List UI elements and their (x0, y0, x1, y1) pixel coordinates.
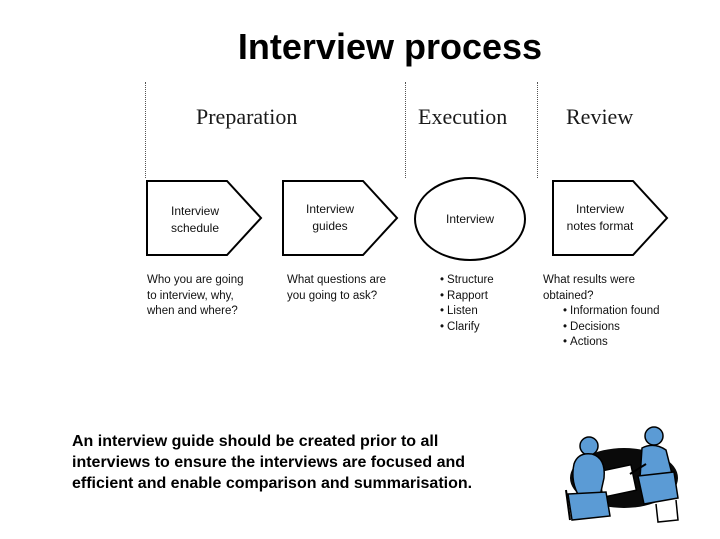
bullet-item: Information found (570, 305, 660, 317)
footer-line: efficient and enable comparison and summ… (72, 475, 473, 492)
step-shape-interview (414, 177, 526, 261)
step-shape-schedule (146, 180, 263, 256)
bullet-item: Listen (447, 305, 478, 317)
footer-line: An interview guide should be created pri… (72, 433, 439, 450)
footer-note: An interview guide should be created pri… (72, 431, 542, 494)
description-interview: Structure Rapport Listen Clarify (440, 273, 494, 335)
bullet-item: Structure (447, 274, 494, 286)
step-label-schedule: Interview schedule (150, 203, 240, 237)
description-notes: What results were obtained? Information … (543, 273, 660, 351)
description-line: Who you are going (147, 274, 244, 286)
step-label-line: guides (312, 219, 348, 233)
bullet-item: Decisions (570, 320, 620, 333)
phase-preparation: Preparation (196, 104, 298, 129)
phase-execution: Execution (418, 104, 508, 129)
description-line: to interview, why, (147, 289, 234, 302)
interview-meeting-illustration-icon (565, 426, 679, 523)
description-line: when and where? (147, 305, 238, 317)
step-label-line: notes format (566, 219, 634, 233)
description-line: obtained? (543, 289, 594, 302)
step-label-line: Interview (305, 202, 355, 216)
page-title: Interview process (237, 26, 543, 67)
step-shape-guides (282, 180, 399, 256)
step-label-line: schedule (170, 221, 220, 235)
step-label-line: Interview (445, 212, 495, 226)
divider-line (145, 82, 146, 178)
description-line: What questions are (287, 274, 387, 286)
footer-line: interviews to ensure the interviews are … (72, 454, 466, 471)
description-line: What results were (543, 274, 636, 286)
description-schedule: Who you are going to interview, why, whe… (147, 273, 244, 320)
description-line: you going to ask? (287, 289, 378, 302)
step-label-line: Interview (575, 202, 625, 216)
step-label-interview: Interview (425, 211, 515, 228)
divider-line (405, 82, 406, 178)
bullet-item: Actions (570, 336, 608, 348)
step-shape-notes (552, 180, 669, 256)
description-guides: What questions are you going to ask? (287, 273, 386, 304)
bullet-item: Clarify (447, 320, 480, 333)
phase-review: Review (566, 104, 634, 129)
bullet-item: Rapport (447, 289, 488, 302)
process-shapes (146, 177, 669, 261)
step-label-line: Interview (170, 204, 220, 218)
step-label-guides: Interview guides (285, 201, 375, 235)
divider-line (537, 82, 538, 178)
step-label-notes: Interview notes format (554, 201, 646, 235)
